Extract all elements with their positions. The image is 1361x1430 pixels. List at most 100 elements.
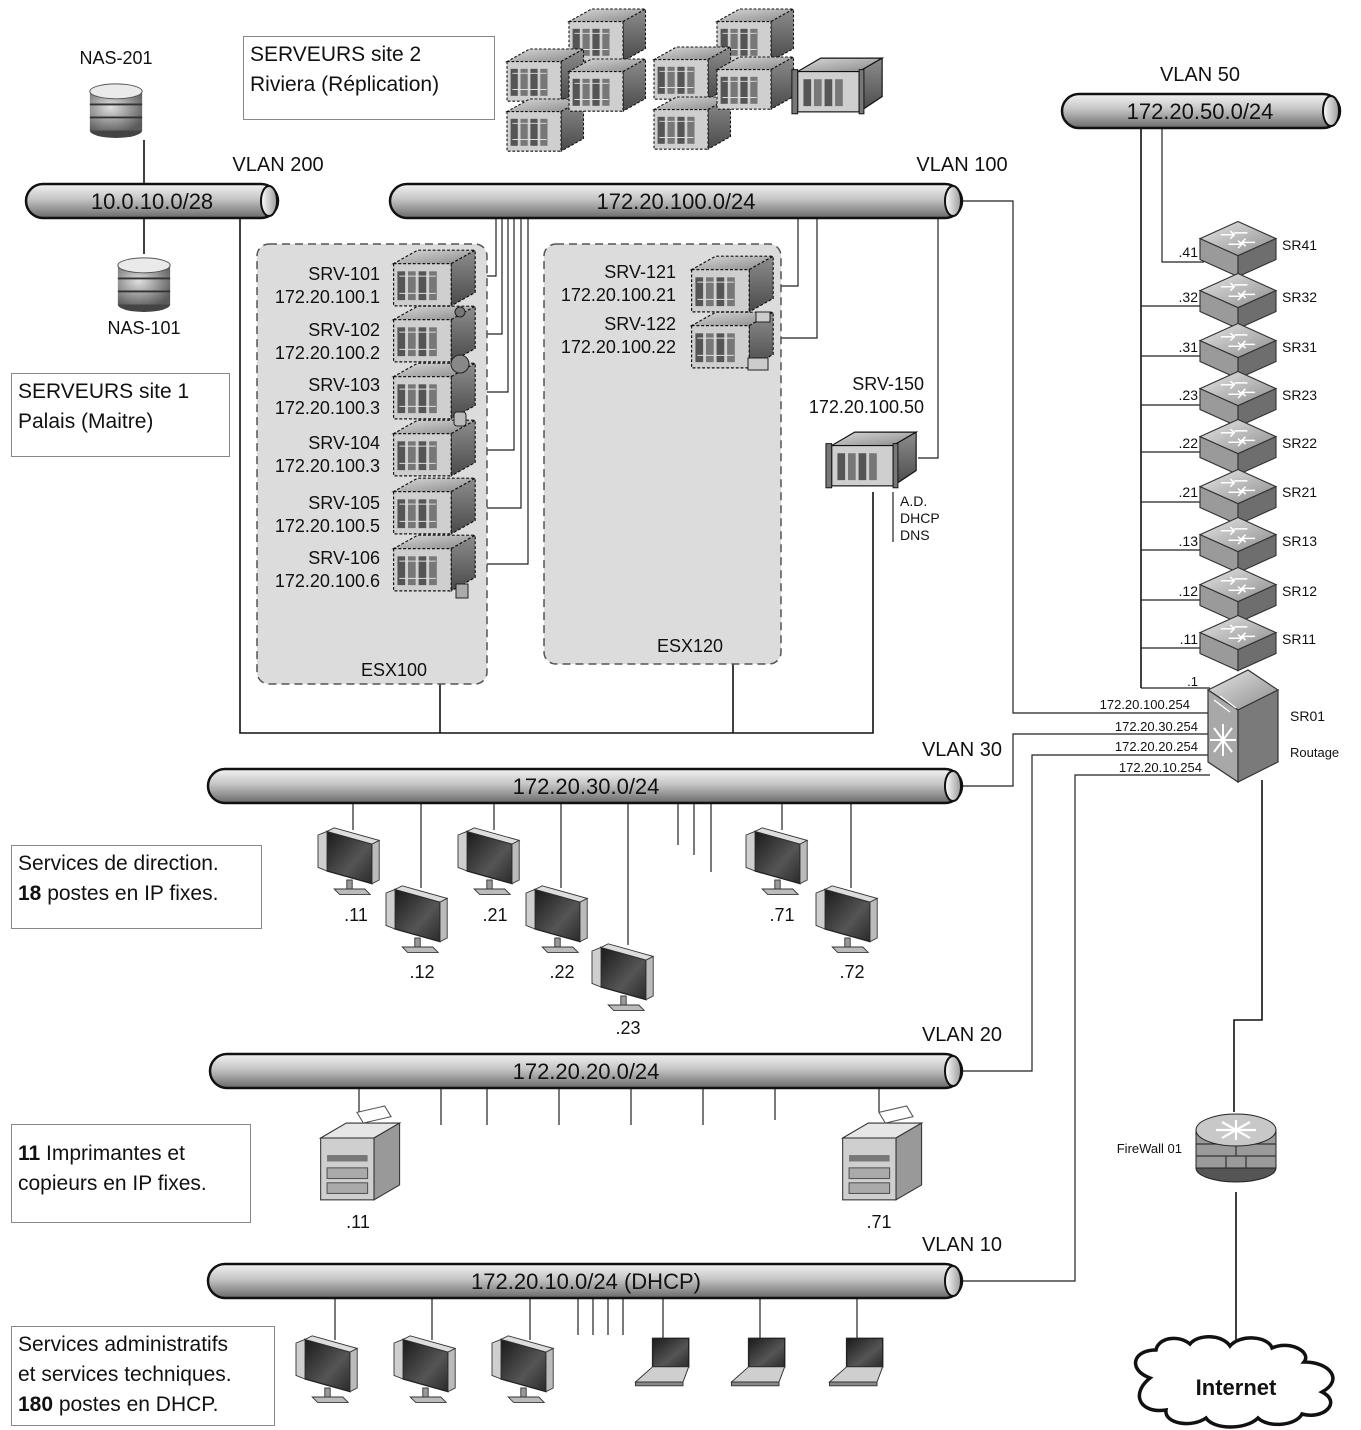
nas201-label: NAS-201 xyxy=(79,48,152,68)
link-srv104 xyxy=(478,218,515,451)
laptop-icon xyxy=(828,1337,884,1387)
firewall-label: FireWall 01 xyxy=(1117,1141,1182,1156)
switch-sr31-label: SR31 xyxy=(1282,339,1317,355)
pc-ip: .23 xyxy=(615,1018,640,1038)
vlan100-name: VLAN 100 xyxy=(916,154,1007,176)
esx120-label: ESX120 xyxy=(657,636,723,656)
link-srv121 xyxy=(778,218,799,287)
srv106-ip: 172.20.100.6 xyxy=(275,571,380,591)
switch-labels: SR41 SR32 SR31 SR23 SR22 SR21 SR13 SR12 … xyxy=(1179,237,1318,647)
srv104-name: SRV-104 xyxy=(308,433,380,453)
switch-sr32-port: .32 xyxy=(1179,289,1199,305)
printers-note-count: 11 xyxy=(18,1142,41,1165)
nas201-icon xyxy=(88,82,144,139)
pc-icon xyxy=(525,885,588,954)
switch-sr41-label: SR41 xyxy=(1282,237,1317,253)
gateway-vlan100: 172.20.100.254 xyxy=(1100,697,1190,712)
printers-note-line2: copieurs en IP fixes. xyxy=(18,1172,207,1195)
switch-sr41-port: .41 xyxy=(1179,244,1199,260)
link-sr41 xyxy=(1161,128,1204,263)
site1-note-line1: SERVEURS site 1 xyxy=(18,380,190,403)
router-port: .1 xyxy=(1187,674,1198,689)
srv121-ip: 172.20.100.21 xyxy=(561,285,676,305)
printer-ip: .11 xyxy=(346,1212,370,1232)
nas101-label: NAS-101 xyxy=(107,318,180,338)
switch-sr22-port: .22 xyxy=(1179,435,1199,451)
switch-sr41-icon xyxy=(1199,220,1277,278)
pc-ip: .21 xyxy=(482,905,507,925)
printer-icon xyxy=(320,1105,401,1201)
switch-sr11-port: .11 xyxy=(1180,631,1199,647)
srv104-icon xyxy=(393,419,476,477)
internet-label: Internet xyxy=(1196,1375,1277,1400)
link-srv105 xyxy=(478,218,522,509)
direction-note-count: 18 xyxy=(18,882,42,905)
srv101-name: SRV-101 xyxy=(308,264,380,284)
switch-stack xyxy=(1199,220,1277,672)
gateway-vlan10: 172.20.10.254 xyxy=(1119,760,1202,775)
link-vlan10-router xyxy=(962,774,1210,1282)
srv105-name: SRV-105 xyxy=(308,493,380,513)
srv104-ip: 172.20.100.3 xyxy=(275,456,380,476)
globe-icon xyxy=(450,354,470,374)
srv102-name: SRV-102 xyxy=(308,320,380,340)
router-role: Routage xyxy=(1290,745,1339,760)
switch-sr21-port: .21 xyxy=(1179,484,1199,500)
switch-sr12-port: .12 xyxy=(1179,583,1199,599)
pc-icon xyxy=(591,943,654,1012)
laptop-icon xyxy=(730,1337,786,1387)
link-srv106 xyxy=(478,218,529,565)
switch-sr11-label: SR11 xyxy=(1282,631,1316,647)
srv150-icon xyxy=(825,431,917,489)
site1-note-line2: Palais (Maitre) xyxy=(18,410,154,433)
link-srv122 xyxy=(778,218,818,339)
network-icon xyxy=(747,357,769,371)
pc-ip: .72 xyxy=(839,962,864,982)
vlan10-name: VLAN 10 xyxy=(922,1234,1002,1256)
vlan10-bus: 172.20.10.0/24 (DHCP) VLAN 10 xyxy=(206,1234,1002,1300)
printer-icon xyxy=(842,1105,923,1201)
link-vlan30-router xyxy=(962,733,1210,787)
vlan200-bus: 10.0.10.0/28 VLAN 200 xyxy=(24,154,324,220)
switch-sr21-label: SR21 xyxy=(1282,484,1317,500)
link-srv150 xyxy=(918,218,939,459)
direction-note-line1: Services de direction. xyxy=(18,852,219,875)
switch-sr31-port: .31 xyxy=(1179,339,1199,355)
admin-note-line1: Services administratifs xyxy=(18,1333,229,1356)
site2-note-line2: Riviera (Réplication) xyxy=(250,73,440,96)
database-icon xyxy=(453,411,467,427)
switch-sr23-port: .23 xyxy=(1179,387,1199,403)
switch-sr12-icon xyxy=(1199,566,1277,624)
switch-sr23-icon xyxy=(1199,370,1277,428)
site2-servers-icon xyxy=(506,8,883,152)
admin-note: Services administratifs et services tech… xyxy=(11,1326,275,1426)
srv150-name: SRV-150 xyxy=(852,374,924,394)
srv121-name: SRV-121 xyxy=(604,262,676,282)
vlan20-net: 172.20.20.0/24 xyxy=(513,1059,660,1084)
pc-icon xyxy=(815,885,878,954)
switch-sr13-label: SR13 xyxy=(1282,533,1317,549)
pc-ip: .22 xyxy=(549,962,574,982)
link-vlan200-backbone xyxy=(239,218,874,734)
switch-sr23-label: SR23 xyxy=(1282,387,1317,403)
router-name: SR01 xyxy=(1290,708,1325,724)
srv150-role-ad: A.D. xyxy=(900,493,927,509)
admin-note-line2: et services techniques. xyxy=(18,1363,232,1386)
link-vlan20-router xyxy=(962,754,1210,1072)
vlan200-net: 10.0.10.0/28 xyxy=(91,189,213,214)
switch-sr13-icon xyxy=(1199,516,1277,574)
vlan100-net: 172.20.100.0/24 xyxy=(596,189,755,214)
srv122-name: SRV-122 xyxy=(604,314,676,334)
pc-icon xyxy=(491,1335,554,1404)
vlan20-bus: 172.20.20.0/24 VLAN 20 xyxy=(208,1024,1002,1090)
gateway-vlan20: 172.20.20.254 xyxy=(1115,739,1198,754)
pc-icon xyxy=(295,1335,358,1404)
srv101-icon xyxy=(393,249,476,307)
nas101-icon xyxy=(116,256,172,313)
web-icon xyxy=(454,306,466,318)
srv105-icon xyxy=(393,477,476,535)
pc-ip: .11 xyxy=(344,905,368,925)
printers-note: 11 Imprimantes et copieurs en IP fixes. xyxy=(11,1124,251,1223)
link-srv103 xyxy=(478,218,509,393)
